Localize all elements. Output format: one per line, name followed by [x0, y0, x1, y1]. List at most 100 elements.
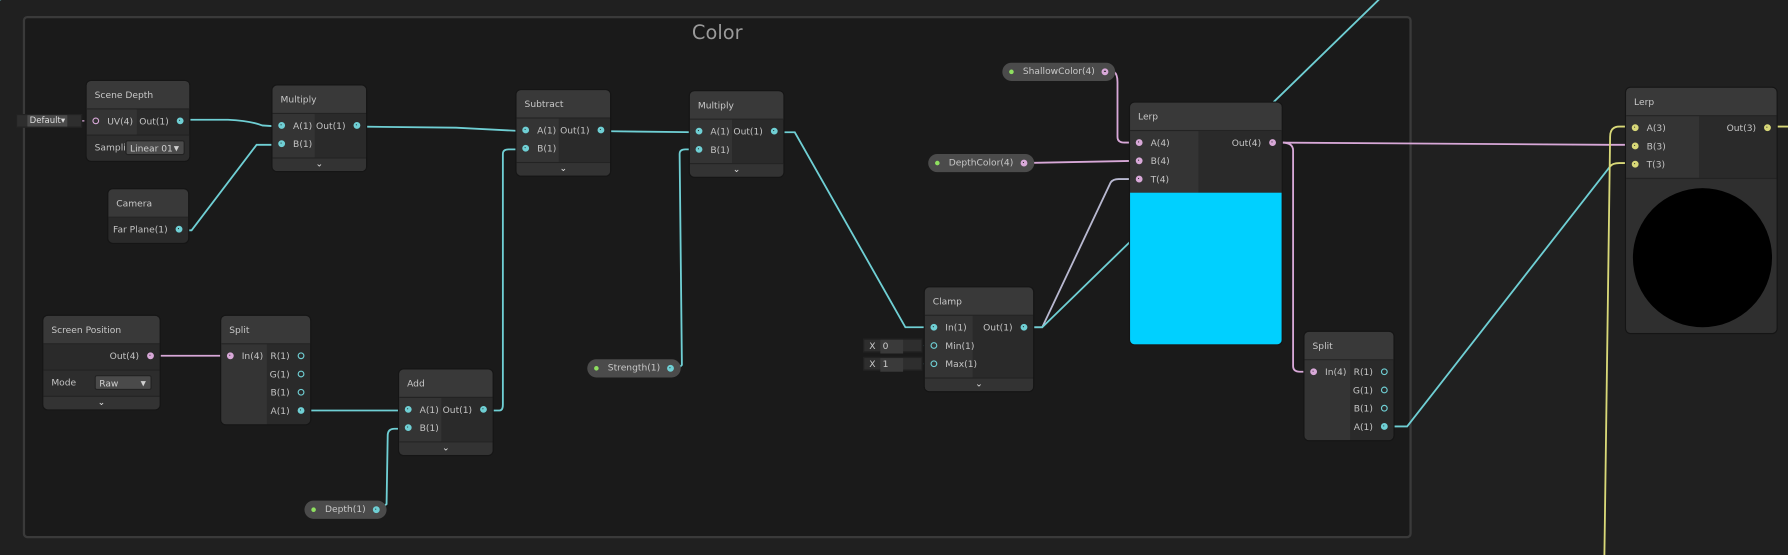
output-port-row[interactable]: Out(1): [441, 401, 492, 419]
expand-chevron-icon[interactable]: ⌄: [399, 441, 493, 455]
input-port-row[interactable]: In(4): [221, 348, 267, 366]
port-circle-icon[interactable]: [278, 140, 286, 148]
node-title[interactable]: Scene Depth: [86, 80, 190, 110]
port-circle-icon[interactable]: [930, 342, 938, 349]
edge-1[interactable]: [180, 118, 280, 128]
input-port-row[interactable]: A(1): [273, 117, 315, 135]
input-port-row[interactable]: T(4): [1130, 171, 1198, 189]
input-port-row[interactable]: B(1): [690, 141, 732, 159]
edge-4[interactable]: [492, 148, 524, 412]
output-port-row[interactable]: Out(1): [137, 113, 189, 131]
port-circle-icon[interactable]: [226, 352, 234, 360]
port-circle-icon[interactable]: [480, 405, 487, 413]
input-port-row[interactable]: B(1): [399, 420, 441, 438]
node-title[interactable]: Split: [1304, 331, 1394, 361]
output-port-row[interactable]: A(1): [267, 403, 310, 421]
output-port-row[interactable]: A(1): [1350, 418, 1393, 436]
port-circle-icon[interactable]: [1135, 157, 1143, 165]
port-out[interactable]: [667, 364, 674, 372]
port-circle-icon[interactable]: [297, 370, 305, 378]
port-circle-icon[interactable]: [147, 352, 154, 360]
output-port-row[interactable]: R(1): [267, 348, 310, 366]
node-title[interactable]: Subtract: [516, 90, 611, 119]
port-circle-icon[interactable]: [770, 127, 778, 135]
input-port-row[interactable]: Max(1): [925, 356, 977, 374]
port-circle-icon[interactable]: [1764, 124, 1771, 132]
port-circle-icon[interactable]: [176, 117, 184, 125]
port-circle-icon[interactable]: [597, 126, 605, 134]
node-title[interactable]: Clamp: [924, 287, 1034, 316]
expand-chevron-icon[interactable]: ⌄: [516, 161, 611, 176]
port-out[interactable]: [372, 506, 380, 514]
port-circle-icon[interactable]: [92, 117, 100, 125]
port-circle-icon[interactable]: [930, 360, 938, 368]
port-circle-icon[interactable]: [695, 127, 703, 135]
input-port-row[interactable]: Min(1): [925, 338, 974, 356]
output-port-row[interactable]: R(1): [1350, 364, 1393, 382]
input-port-row[interactable]: B(1): [517, 140, 559, 158]
value-input[interactable]: 0: [880, 339, 904, 354]
output-port-row[interactable]: G(1): [1350, 382, 1393, 400]
port-circle-icon[interactable]: [1631, 160, 1639, 168]
node-title[interactable]: Lerp: [1626, 87, 1777, 117]
node-title[interactable]: Screen Position: [43, 315, 160, 345]
port-circle-icon[interactable]: [1380, 404, 1388, 412]
node-title[interactable]: Camera: [108, 189, 189, 218]
port-out[interactable]: [1101, 68, 1109, 76]
output-port-row[interactable]: Out(4): [1198, 135, 1281, 153]
edge-6[interactable]: [677, 148, 697, 369]
output-port-row[interactable]: Out(4): [43, 348, 159, 366]
port-circle-icon[interactable]: [297, 388, 305, 396]
input-port-row[interactable]: A(1): [399, 401, 441, 419]
edge-23[interactable]: [1603, 125, 1633, 555]
port-circle-icon[interactable]: [353, 122, 361, 129]
input-port-row[interactable]: T(3): [1626, 156, 1699, 174]
port-circle-icon[interactable]: [297, 407, 305, 414]
expand-chevron-icon[interactable]: ⌄: [689, 163, 784, 177]
input-port-row[interactable]: B(4): [1130, 153, 1198, 171]
input-port-row[interactable]: In(4): [1305, 364, 1351, 382]
output-port-row[interactable]: Out(1): [732, 123, 783, 141]
port-circle-icon[interactable]: [1020, 323, 1028, 331]
port-circle-icon[interactable]: [175, 225, 183, 233]
port-circle-icon[interactable]: [522, 144, 530, 152]
port-circle-icon[interactable]: [1380, 423, 1388, 430]
port-circle-icon[interactable]: [1135, 175, 1143, 183]
node-title[interactable]: Add: [399, 369, 493, 398]
expand-chevron-icon[interactable]: ⌄: [272, 157, 367, 172]
control-dropdown[interactable]: Raw▼: [94, 375, 152, 390]
input-port-row[interactable]: A(1): [690, 123, 732, 141]
input-port-row[interactable]: B(3): [1626, 138, 1699, 156]
port-circle-icon[interactable]: [522, 126, 530, 134]
output-port-row[interactable]: G(1): [267, 366, 310, 384]
input-port-row[interactable]: A(4): [1130, 135, 1198, 153]
output-port-row[interactable]: B(1): [1350, 400, 1393, 418]
expand-chevron-icon[interactable]: ⌄: [43, 395, 160, 410]
port-circle-icon[interactable]: [1310, 368, 1318, 376]
edge-5[interactable]: [600, 130, 697, 134]
edge-20[interactable]: [1281, 141, 1312, 373]
port-circle-icon[interactable]: [297, 352, 305, 360]
edge-19[interactable]: [1272, 141, 1633, 146]
input-port-row[interactable]: A(3): [1626, 120, 1699, 138]
group-title[interactable]: Color: [691, 21, 743, 45]
edge-22[interactable]: [1609, 162, 1633, 168]
input-port-row[interactable]: In(1): [925, 319, 973, 337]
edge-3[interactable]: [356, 125, 524, 133]
edge-7[interactable]: [774, 131, 932, 329]
edge-21[interactable]: [1384, 165, 1611, 428]
input-port-row[interactable]: A(1): [517, 122, 559, 140]
property-strength[interactable]: Strength(1): [587, 359, 681, 378]
